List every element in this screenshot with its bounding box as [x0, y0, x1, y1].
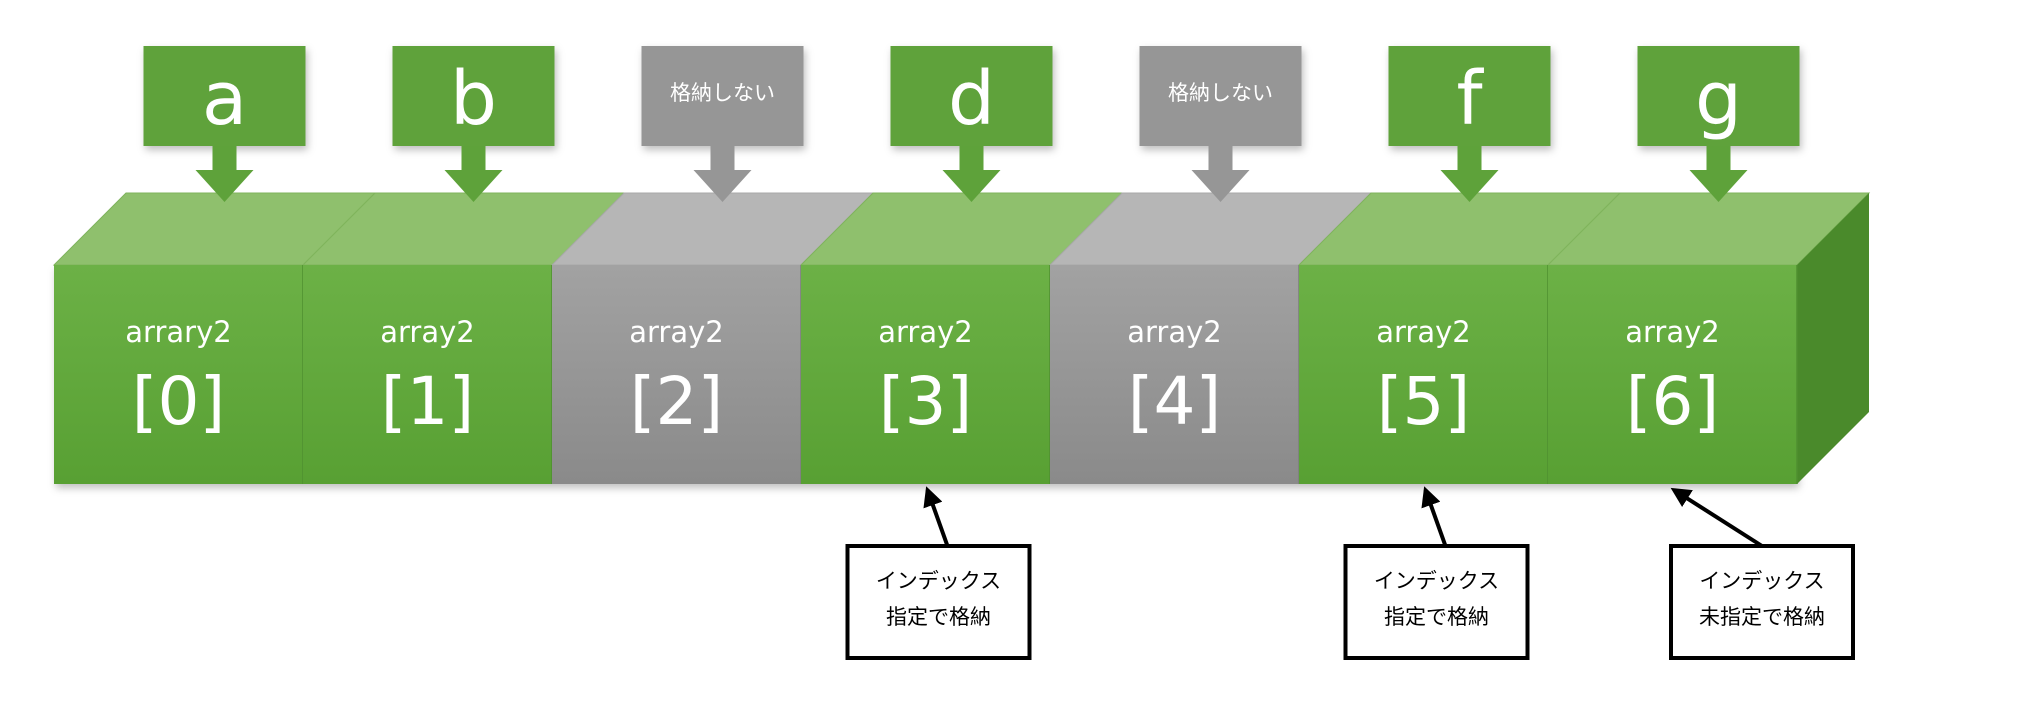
row-side-face — [1797, 193, 1869, 484]
down-arrow-icon — [444, 146, 503, 202]
cell-variable-label: arrary2 — [125, 315, 231, 349]
input-value-3: d — [890, 46, 1053, 202]
down-arrow-icon — [1689, 146, 1748, 202]
cell-variable-label: array2 — [629, 315, 724, 349]
cell-index-label: [3] — [879, 363, 973, 440]
array-cell-6: array2 [6] — [1548, 265, 1798, 484]
input-letter: d — [948, 56, 995, 142]
cell-index-label: [5] — [1377, 363, 1471, 440]
input-box — [1139, 46, 1302, 146]
array-cell-0: arrary2 [0] — [54, 265, 304, 484]
array-cell-2: array2 [2] — [552, 265, 802, 484]
down-arrow-icon — [1440, 146, 1499, 202]
input-letter: g — [1695, 56, 1742, 142]
array-cell-4: array2 [4] — [1050, 265, 1300, 484]
down-arrow-icon — [693, 146, 752, 202]
cell-variable-label: array2 — [878, 315, 973, 349]
note-line: 未指定で格納 — [1699, 605, 1825, 629]
input-value-0: a — [143, 46, 306, 202]
note-line: インデックス — [876, 569, 1001, 593]
note-arrow — [923, 486, 950, 547]
note-box — [845, 544, 1032, 660]
cell-front-face — [1299, 265, 1548, 484]
note-box — [1669, 544, 1855, 660]
input-values: a b 格納しない d 格納しない f g — [143, 46, 1800, 202]
down-arrow-icon — [195, 146, 254, 202]
input-box — [890, 46, 1053, 146]
cell-index-label: [6] — [1626, 363, 1720, 440]
cell-variable-label: array2 — [1625, 315, 1720, 349]
cell-variable-label: array2 — [1127, 315, 1222, 349]
cell-front-face — [303, 265, 552, 484]
array-cell-5: array2 [5] — [1299, 265, 1549, 484]
cell-index-label: [0] — [132, 363, 226, 440]
not-stored-label: 格納しない — [670, 81, 775, 105]
cell-index-label: [4] — [1128, 363, 1222, 440]
cell-index-label: [1] — [381, 363, 475, 440]
array-cell-1: array2 [1] — [303, 265, 553, 484]
array-cells: arrary2[0]array2[1]array2[2]array2[3]arr… — [52, 192, 1871, 484]
note-line: 指定で格納 — [886, 605, 991, 629]
input-letter: b — [450, 56, 497, 142]
input-value-5: f — [1388, 46, 1551, 202]
input-letter: a — [202, 56, 247, 142]
input-box — [641, 46, 804, 146]
not-stored-marker-2: 格納しない — [641, 46, 804, 202]
note-arrow — [1421, 486, 1448, 547]
note-arrow — [1670, 487, 1764, 548]
down-arrow-icon — [1191, 146, 1250, 202]
input-box — [1388, 46, 1551, 146]
cell-variable-label: array2 — [1376, 315, 1471, 349]
cell-front-face — [1548, 265, 1797, 484]
input-letter: f — [1456, 56, 1484, 142]
not-stored-marker-4: 格納しない — [1139, 46, 1302, 202]
input-box — [1637, 46, 1800, 146]
input-box — [392, 46, 555, 146]
note-line: インデックス — [1374, 569, 1499, 593]
input-value-1: b — [392, 46, 555, 202]
input-value-6: g — [1637, 46, 1800, 202]
note-line: 指定で格納 — [1384, 605, 1489, 629]
cell-front-face — [552, 265, 801, 484]
input-box — [143, 46, 306, 146]
cell-variable-label: array2 — [380, 315, 475, 349]
cell-front-face — [801, 265, 1050, 484]
not-stored-label: 格納しない — [1168, 81, 1273, 105]
down-arrow-icon — [942, 146, 1001, 202]
array-cell-3: array2 [3] — [801, 265, 1051, 484]
cell-index-label: [2] — [630, 363, 724, 440]
cell-front-face — [1050, 265, 1299, 484]
cell-front-face — [54, 265, 303, 484]
note-line: インデックス — [1699, 569, 1824, 593]
note-box — [1343, 544, 1530, 660]
